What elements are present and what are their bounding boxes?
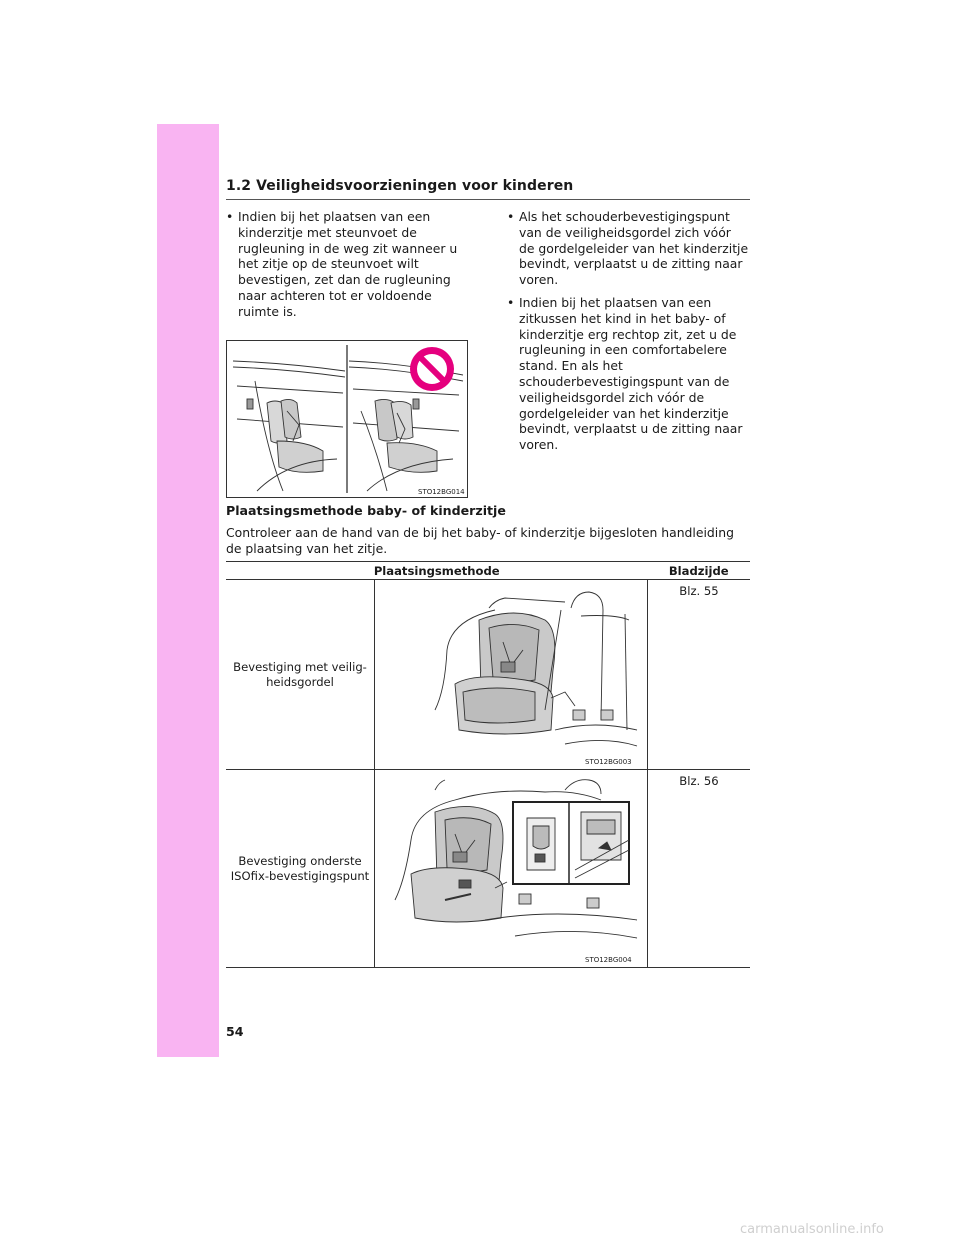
section-header: 1.2 Veiligheidsvoorzieningen voor kinder… bbox=[226, 178, 574, 194]
section-intro: Controleer aan de hand van de bij het ba… bbox=[226, 525, 734, 556]
page-reference-cell: Blz. 56 bbox=[647, 769, 750, 968]
table-header-row: Plaatsingsmethode Bladzijde bbox=[226, 561, 750, 580]
isofix-install-figure: STO12BG004 bbox=[394, 779, 638, 964]
section-caption: Plaatsingsmethode baby- of kinderzitje bbox=[226, 503, 506, 518]
method-cell: Bevestiging onderste ISOfix-bevestigings… bbox=[226, 769, 375, 968]
bullet-item: Als het schouderbevestigingspunt van de … bbox=[507, 209, 750, 288]
column-header-page: Bladzijde bbox=[647, 561, 750, 580]
bullet-item: Indien bij het plaatsen van een kinderzi… bbox=[226, 209, 468, 320]
column-header-method: Plaatsingsmethode bbox=[226, 561, 648, 580]
installation-methods-table: Plaatsingsmethode Bladzijde Bevestiging … bbox=[226, 561, 750, 968]
right-column: Als het schouderbevestigingspunt van de … bbox=[507, 209, 750, 460]
figure-code: STO12BG014 bbox=[418, 488, 465, 496]
header-rule bbox=[226, 199, 750, 200]
method-cell: Bevestiging met veilig-heidsgordel bbox=[226, 579, 375, 770]
left-column: Indien bij het plaatsen van een kinderzi… bbox=[226, 209, 468, 327]
watermark: carmanualsonline.info bbox=[740, 1222, 884, 1237]
prohibition-icon bbox=[410, 347, 454, 391]
table-row: Bevestiging met veilig-heidsgordel bbox=[226, 579, 750, 770]
page-reference-cell: Blz. 55 bbox=[647, 579, 750, 770]
table-row: Bevestiging onderste ISOfix-bevestigings… bbox=[226, 769, 750, 968]
figure-code: STO12BG003 bbox=[585, 758, 632, 766]
bullet-item: Indien bij het plaatsen van een zitkusse… bbox=[507, 295, 750, 453]
page-number: 54 bbox=[226, 1024, 244, 1039]
method-figure-cell: STO12BG004 bbox=[374, 769, 648, 968]
seat-backrest-figure: STO12BG014 bbox=[226, 340, 468, 498]
chapter-side-tab bbox=[157, 124, 219, 1057]
method-figure-cell: STO12BG003 bbox=[374, 579, 648, 770]
seatbelt-install-figure: STO12BG003 bbox=[434, 591, 638, 766]
figure-code: STO12BG004 bbox=[585, 956, 632, 964]
